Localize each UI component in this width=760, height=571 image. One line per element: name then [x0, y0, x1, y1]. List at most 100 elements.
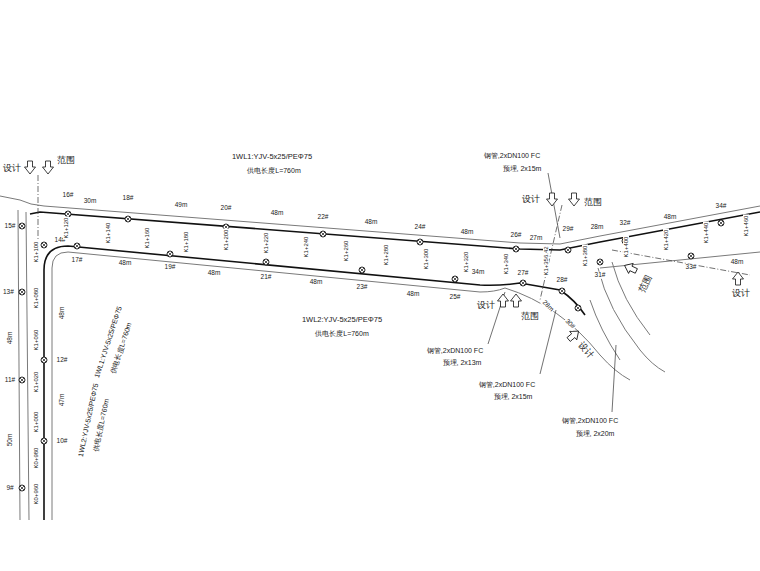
lamp-symbol [167, 251, 173, 257]
plan-label: 18# [122, 195, 135, 202]
plan-label: 预埋, 2x20m [575, 430, 616, 437]
plan-label: 26# [510, 232, 523, 239]
lamp-symbol [718, 220, 724, 226]
plan-label: 设计 [576, 339, 596, 360]
plan-label: 31# [594, 272, 607, 279]
plan-label: 10# [56, 438, 69, 445]
scope-arrow [498, 294, 509, 307]
plan-label: 1WL2:YJV-5x25/PEΦ75 [301, 316, 383, 324]
lamp-symbol [565, 247, 571, 253]
plan-label: K1+380 [582, 245, 588, 268]
plan-label: K1+080 [33, 287, 39, 310]
plan-label: K1+200 [223, 229, 229, 252]
plan-label: 50m [7, 433, 14, 448]
plan-label: 27# [517, 270, 530, 277]
lamp-symbol [597, 259, 603, 265]
scope-line [612, 250, 750, 275]
plan-label: 34m [471, 269, 486, 276]
plan-label: 32# [619, 220, 632, 227]
plan-label: 17# [71, 257, 84, 264]
plan-label: 48m [118, 260, 133, 267]
plan-label: 48m [7, 331, 14, 346]
lamp-symbol [559, 288, 565, 294]
plan-label: 48m [207, 270, 222, 277]
plan-label: K1+020 [33, 371, 39, 394]
plan-label: K1+120 [63, 217, 69, 240]
scope-arrow [511, 294, 522, 307]
plan-label: 预埋, 2x15m [502, 165, 543, 172]
plan-label: 34# [715, 203, 728, 210]
lamp-symbol [74, 243, 80, 249]
plan-label: 49m [174, 202, 189, 209]
lamp-symbol [19, 377, 25, 383]
road-edge [26, 212, 29, 520]
scope-line [540, 205, 562, 300]
plan-label: 30# [563, 317, 577, 331]
leader-line [612, 345, 616, 412]
plan-label: 21# [260, 274, 273, 281]
plan-label: 28m [590, 224, 605, 231]
plan-label: 钢管,2xDN100 FC [561, 417, 619, 424]
plan-label: 48m [364, 219, 379, 226]
plan-label: 20# [220, 205, 233, 212]
plan-label: 25# [449, 294, 462, 301]
plan-label: K1+220 [263, 232, 269, 255]
plan-label: 范围 [583, 198, 603, 207]
lamp-symbol [41, 438, 47, 444]
lamp-symbol [19, 223, 25, 229]
plan-label: 12# [56, 357, 69, 364]
lamp-symbol [263, 259, 269, 265]
plan-label: 22# [317, 214, 330, 221]
scope-arrow [622, 260, 638, 275]
scope-arrow [547, 193, 558, 206]
lamp-symbol [688, 253, 694, 259]
plan-label: 33# [685, 264, 698, 271]
plan-label: K1+440 [703, 222, 709, 245]
plan-label: 30m [83, 198, 98, 205]
lamp-symbol [41, 242, 47, 248]
lamp-symbol [125, 216, 131, 222]
plan-label: 供电长度L=760m [246, 167, 302, 174]
plan-label: K1+160 [144, 227, 150, 250]
lamp-symbol [19, 485, 25, 491]
plan-label: 11# [4, 377, 16, 384]
road-edge [612, 262, 650, 335]
plan-label: 范围 [638, 273, 655, 295]
lamp-symbol [520, 280, 526, 286]
lamp-symbol [417, 239, 423, 245]
road-edge [505, 288, 630, 380]
plan-label: 24# [414, 224, 427, 231]
leader-line [548, 173, 560, 238]
plan-label: K1+140 [105, 222, 111, 245]
plan-label: K1+100 [33, 241, 39, 264]
plan-label: K1+300 [423, 248, 429, 271]
road-edge [598, 268, 665, 372]
plan-label: K1+400 [623, 236, 629, 259]
road-edge [52, 252, 505, 520]
plan-label: K0+980 [33, 447, 39, 470]
plan-label: K1+460 [743, 215, 749, 238]
plan-label: 9# [5, 485, 14, 492]
road-edge [18, 210, 20, 520]
plan-label: 钢管,2xDN100 FC [483, 152, 541, 159]
scope-arrow [43, 161, 54, 174]
plan-label: K1+060 [33, 329, 39, 352]
plan-label: 范围 [520, 312, 540, 321]
plan-label: 1WL1:YJV-5x25/PEΦ75 [231, 153, 313, 161]
plan-label: 钢管,2xDN100 FC [478, 381, 536, 388]
cable-1wl2 [44, 246, 585, 520]
dimension-line [68, 204, 720, 214]
lamp-symbol [452, 276, 458, 282]
plan-label: K1+260 [343, 240, 349, 263]
scope-arrow [733, 272, 744, 285]
cable-1wl1 [30, 212, 760, 250]
plan-label: K1+180 [183, 231, 189, 254]
lamp-symbol [19, 289, 25, 295]
leader-line [540, 310, 556, 374]
plan-label: K1+420 [663, 229, 669, 252]
plan-label: K1+320 [463, 251, 469, 274]
plan-label: 29# [562, 226, 575, 233]
lamp-symbol [41, 357, 47, 363]
plan-label: K1+280 [383, 244, 389, 267]
